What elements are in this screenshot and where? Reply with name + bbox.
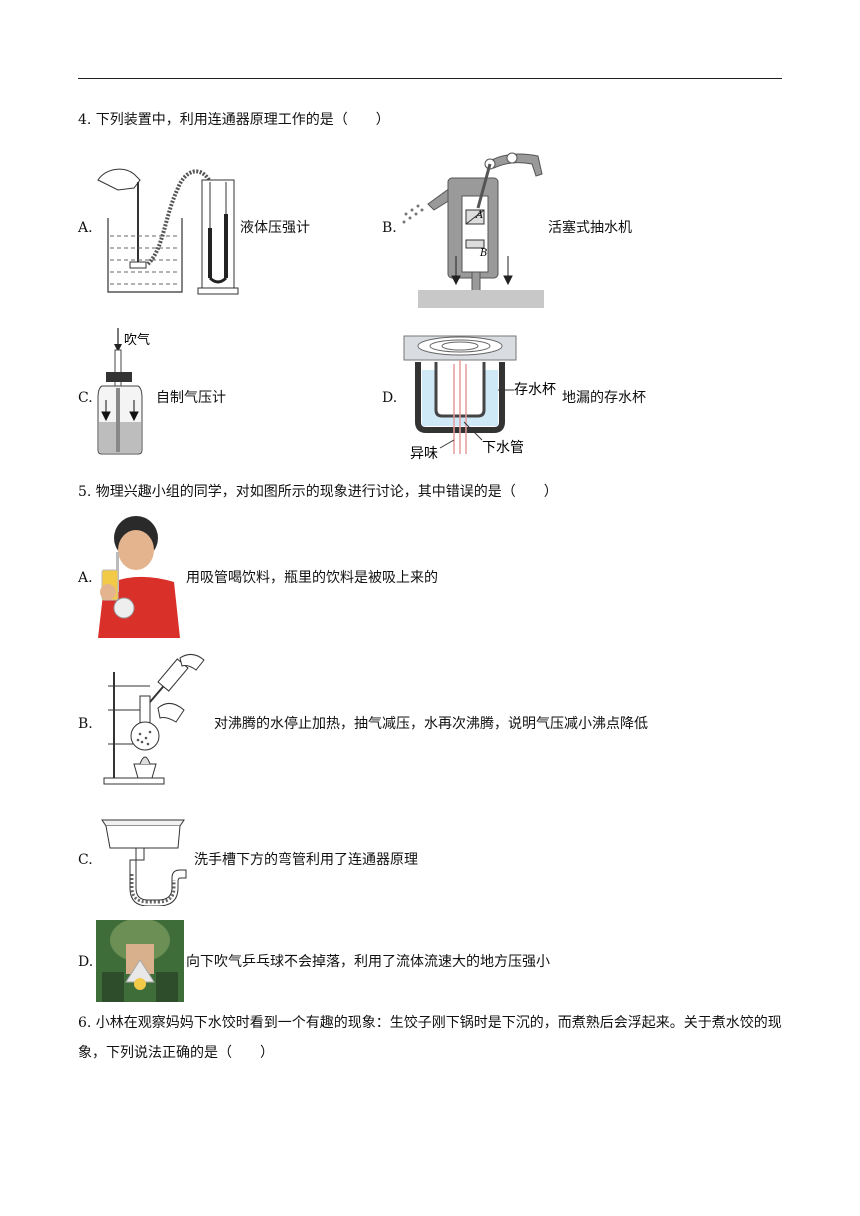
boy-drinking-straw-photo	[94, 512, 182, 638]
q5-option-c-text: 洗手槽下方的弯管利用了连通器原理	[194, 852, 418, 868]
q4-option-c-letter: C.	[78, 390, 93, 406]
blow-label: 吹气	[124, 332, 150, 347]
q5-option-b-text: 对沸腾的水停止加热，抽气减压，水再次沸腾，说明气压减小沸点降低	[214, 716, 648, 732]
piston-pump-figure: A B	[402, 152, 544, 308]
q5-option-d-text: 向下吹气乒乓球不会掉落，利用了流体流速大的地方压强小	[186, 954, 550, 970]
q4-option-b-letter: B.	[382, 220, 397, 236]
floor-drain-figure: 存水杯 下水管 异味	[403, 335, 556, 460]
q5-option-d-letter: D.	[78, 954, 94, 970]
smell-label: 异味	[410, 445, 438, 460]
q5-option-a-letter: A.	[78, 570, 93, 586]
question-5-stem: 5. 物理兴趣小组的同学，对如图所示的现象进行讨论，其中错误的是（ ）	[78, 484, 558, 500]
valve-a-label: A	[475, 210, 483, 221]
pipe-label: 下水管	[482, 439, 524, 455]
sink-trap-figure	[101, 819, 187, 906]
valve-b-label: B	[479, 248, 487, 259]
cup-label: 存水杯	[514, 381, 556, 397]
question-6-stem: 6. 小林在观察妈妈下水饺时看到一个有趣的现象：生饺子刚下锅时是下沉的，而煮熟后…	[78, 1015, 782, 1061]
question-4-stem: 4. 下列装置中，利用连通器原理工作的是（ ）	[78, 112, 390, 128]
q4-option-a-text: 液体压强计	[240, 220, 310, 236]
homemade-barometer-figure: 吹气	[97, 328, 150, 455]
ping-pong-funnel-photo	[96, 920, 184, 1002]
q4-option-d-letter: D.	[382, 390, 398, 406]
header-rule	[78, 78, 782, 79]
q5-option-c-letter: C.	[78, 852, 93, 868]
q5-option-b-letter: B.	[78, 716, 93, 732]
q4-option-b-text: 活塞式抽水机	[548, 220, 632, 236]
q4-option-c-text: 自制气压计	[156, 390, 226, 406]
q5-option-a-text: 用吸管喝饮料，瓶里的饮料是被吸上来的	[186, 570, 438, 586]
boiling-flask-apparatus-figure	[103, 654, 205, 785]
q4-option-d-text: 地漏的存水杯	[562, 390, 646, 406]
q4-option-a-letter: A.	[78, 220, 93, 236]
liquid-pressure-gauge-figure	[97, 168, 239, 295]
